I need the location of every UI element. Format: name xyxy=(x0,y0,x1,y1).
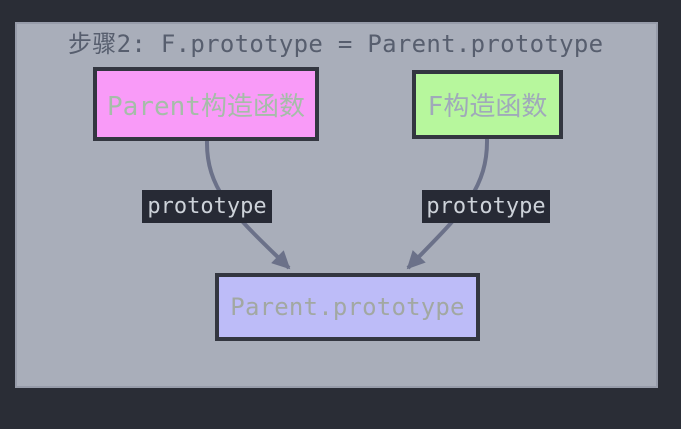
node-parent-prototype: Parent.prototype xyxy=(215,273,480,341)
diagram-title: 步骤2: F.prototype = Parent.prototype xyxy=(68,30,604,58)
edge-label-prototype-right: prototype xyxy=(422,190,550,223)
node-f-constructor-label: F构造函数 xyxy=(427,92,548,122)
node-parent-constructor: Parent构造函数 xyxy=(93,67,319,141)
node-f-constructor: F构造函数 xyxy=(412,70,563,139)
node-parent-constructor-label: Parent构造函数 xyxy=(107,91,305,122)
node-parent-prototype-label: Parent.prototype xyxy=(230,293,465,321)
edge-label-prototype-left: prototype xyxy=(142,190,272,223)
